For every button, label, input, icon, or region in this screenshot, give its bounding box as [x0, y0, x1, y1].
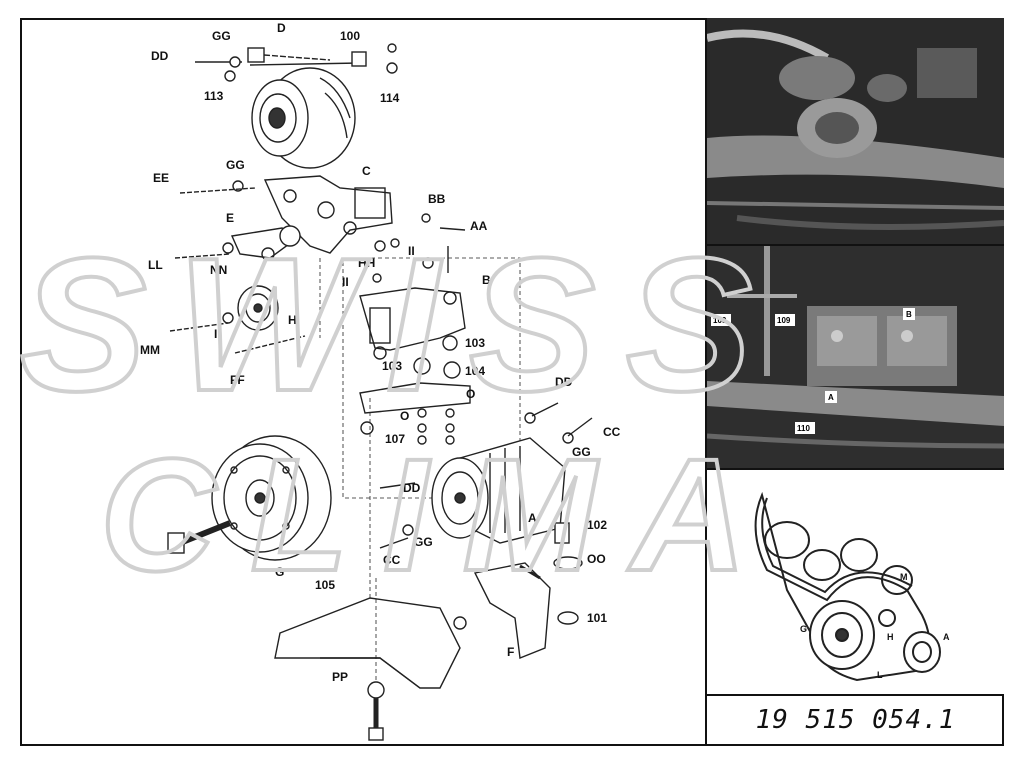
engine-photo-middle: 109 109 B A 110 — [707, 246, 1004, 470]
photo-label-110: 110 — [797, 424, 810, 433]
alternator — [249, 62, 361, 169]
callout-gg-mid: GG — [226, 158, 245, 172]
idler-pulley-h — [237, 285, 279, 331]
reference-column: 109 109 B A 110 — [705, 18, 1004, 746]
crank-pulley-g — [211, 435, 332, 561]
callout-ii-b: II — [342, 275, 349, 289]
belt-label-g: G — [800, 624, 807, 634]
callout-cc-low: CC — [383, 553, 401, 567]
callout-a: A — [528, 511, 537, 525]
callout-dd-right: DD — [555, 375, 573, 389]
callout-g: G — [275, 565, 284, 579]
callout-f: F — [507, 645, 514, 659]
exploded-parts-diagram: DD GG D 100 113 114 EE GG C BB AA E LL N… — [20, 18, 706, 746]
callout-o2: O — [466, 387, 475, 401]
callout-mm: MM — [140, 343, 160, 357]
callout-ii-a: II — [408, 244, 415, 258]
callout-114: 114 — [380, 91, 400, 105]
callout-dd-center: DD — [403, 481, 421, 495]
belt-label-a: A — [943, 632, 950, 642]
callout-i: I — [214, 327, 217, 341]
photo-label-b: B — [906, 310, 912, 319]
callout-nn: NN — [210, 263, 227, 277]
callout-101: 101 — [587, 611, 607, 625]
callout-105: 105 — [315, 578, 335, 592]
engine-photo-top — [707, 18, 1004, 246]
callout-h: H — [288, 313, 297, 327]
compressor-a — [431, 437, 566, 544]
belt-label-l: L — [877, 670, 883, 680]
callout-d: D — [277, 21, 286, 35]
callout-ff: FF — [230, 373, 245, 387]
belt-label-h: H — [887, 632, 894, 642]
callout-113: 113 — [204, 89, 224, 103]
mounting-plate-105 — [274, 597, 461, 689]
callout-cc-right: CC — [603, 425, 621, 439]
photo-label-a: A — [828, 393, 834, 402]
callout-hh: HH — [358, 256, 375, 270]
callout-gg: GG — [212, 29, 231, 43]
callout-107: 107 — [385, 432, 405, 446]
callout-103b: 103 — [382, 359, 402, 373]
photo-label-109a: 109 — [713, 316, 727, 325]
callout-e: E — [226, 211, 234, 225]
callout-ll: LL — [148, 258, 163, 272]
callout-oo: OO — [587, 552, 606, 566]
part-number: 19 515 054.1 — [755, 705, 956, 735]
callout-b: B — [482, 273, 491, 287]
callout-o1: O — [400, 409, 409, 423]
callout-c: C — [362, 164, 371, 178]
callout-104: 104 — [465, 364, 485, 378]
callout-pp: PP — [332, 670, 348, 684]
callout-aa: AA — [470, 219, 488, 233]
callout-gg-low: GG — [414, 535, 433, 549]
callout-gg-right: GG — [572, 445, 591, 459]
callout-103a: 103 — [465, 336, 485, 350]
callout-bb: BB — [428, 192, 446, 206]
belt-label-m: M — [900, 572, 908, 582]
callout-dd: DD — [151, 49, 169, 63]
photo-label-109b: 109 — [777, 316, 791, 325]
bracket-b — [359, 287, 466, 360]
belt-routing-diagram: M G H A L — [707, 470, 1004, 696]
callout-ee: EE — [153, 171, 169, 185]
callout-102: 102 — [587, 518, 607, 532]
callout-100: 100 — [340, 29, 360, 43]
